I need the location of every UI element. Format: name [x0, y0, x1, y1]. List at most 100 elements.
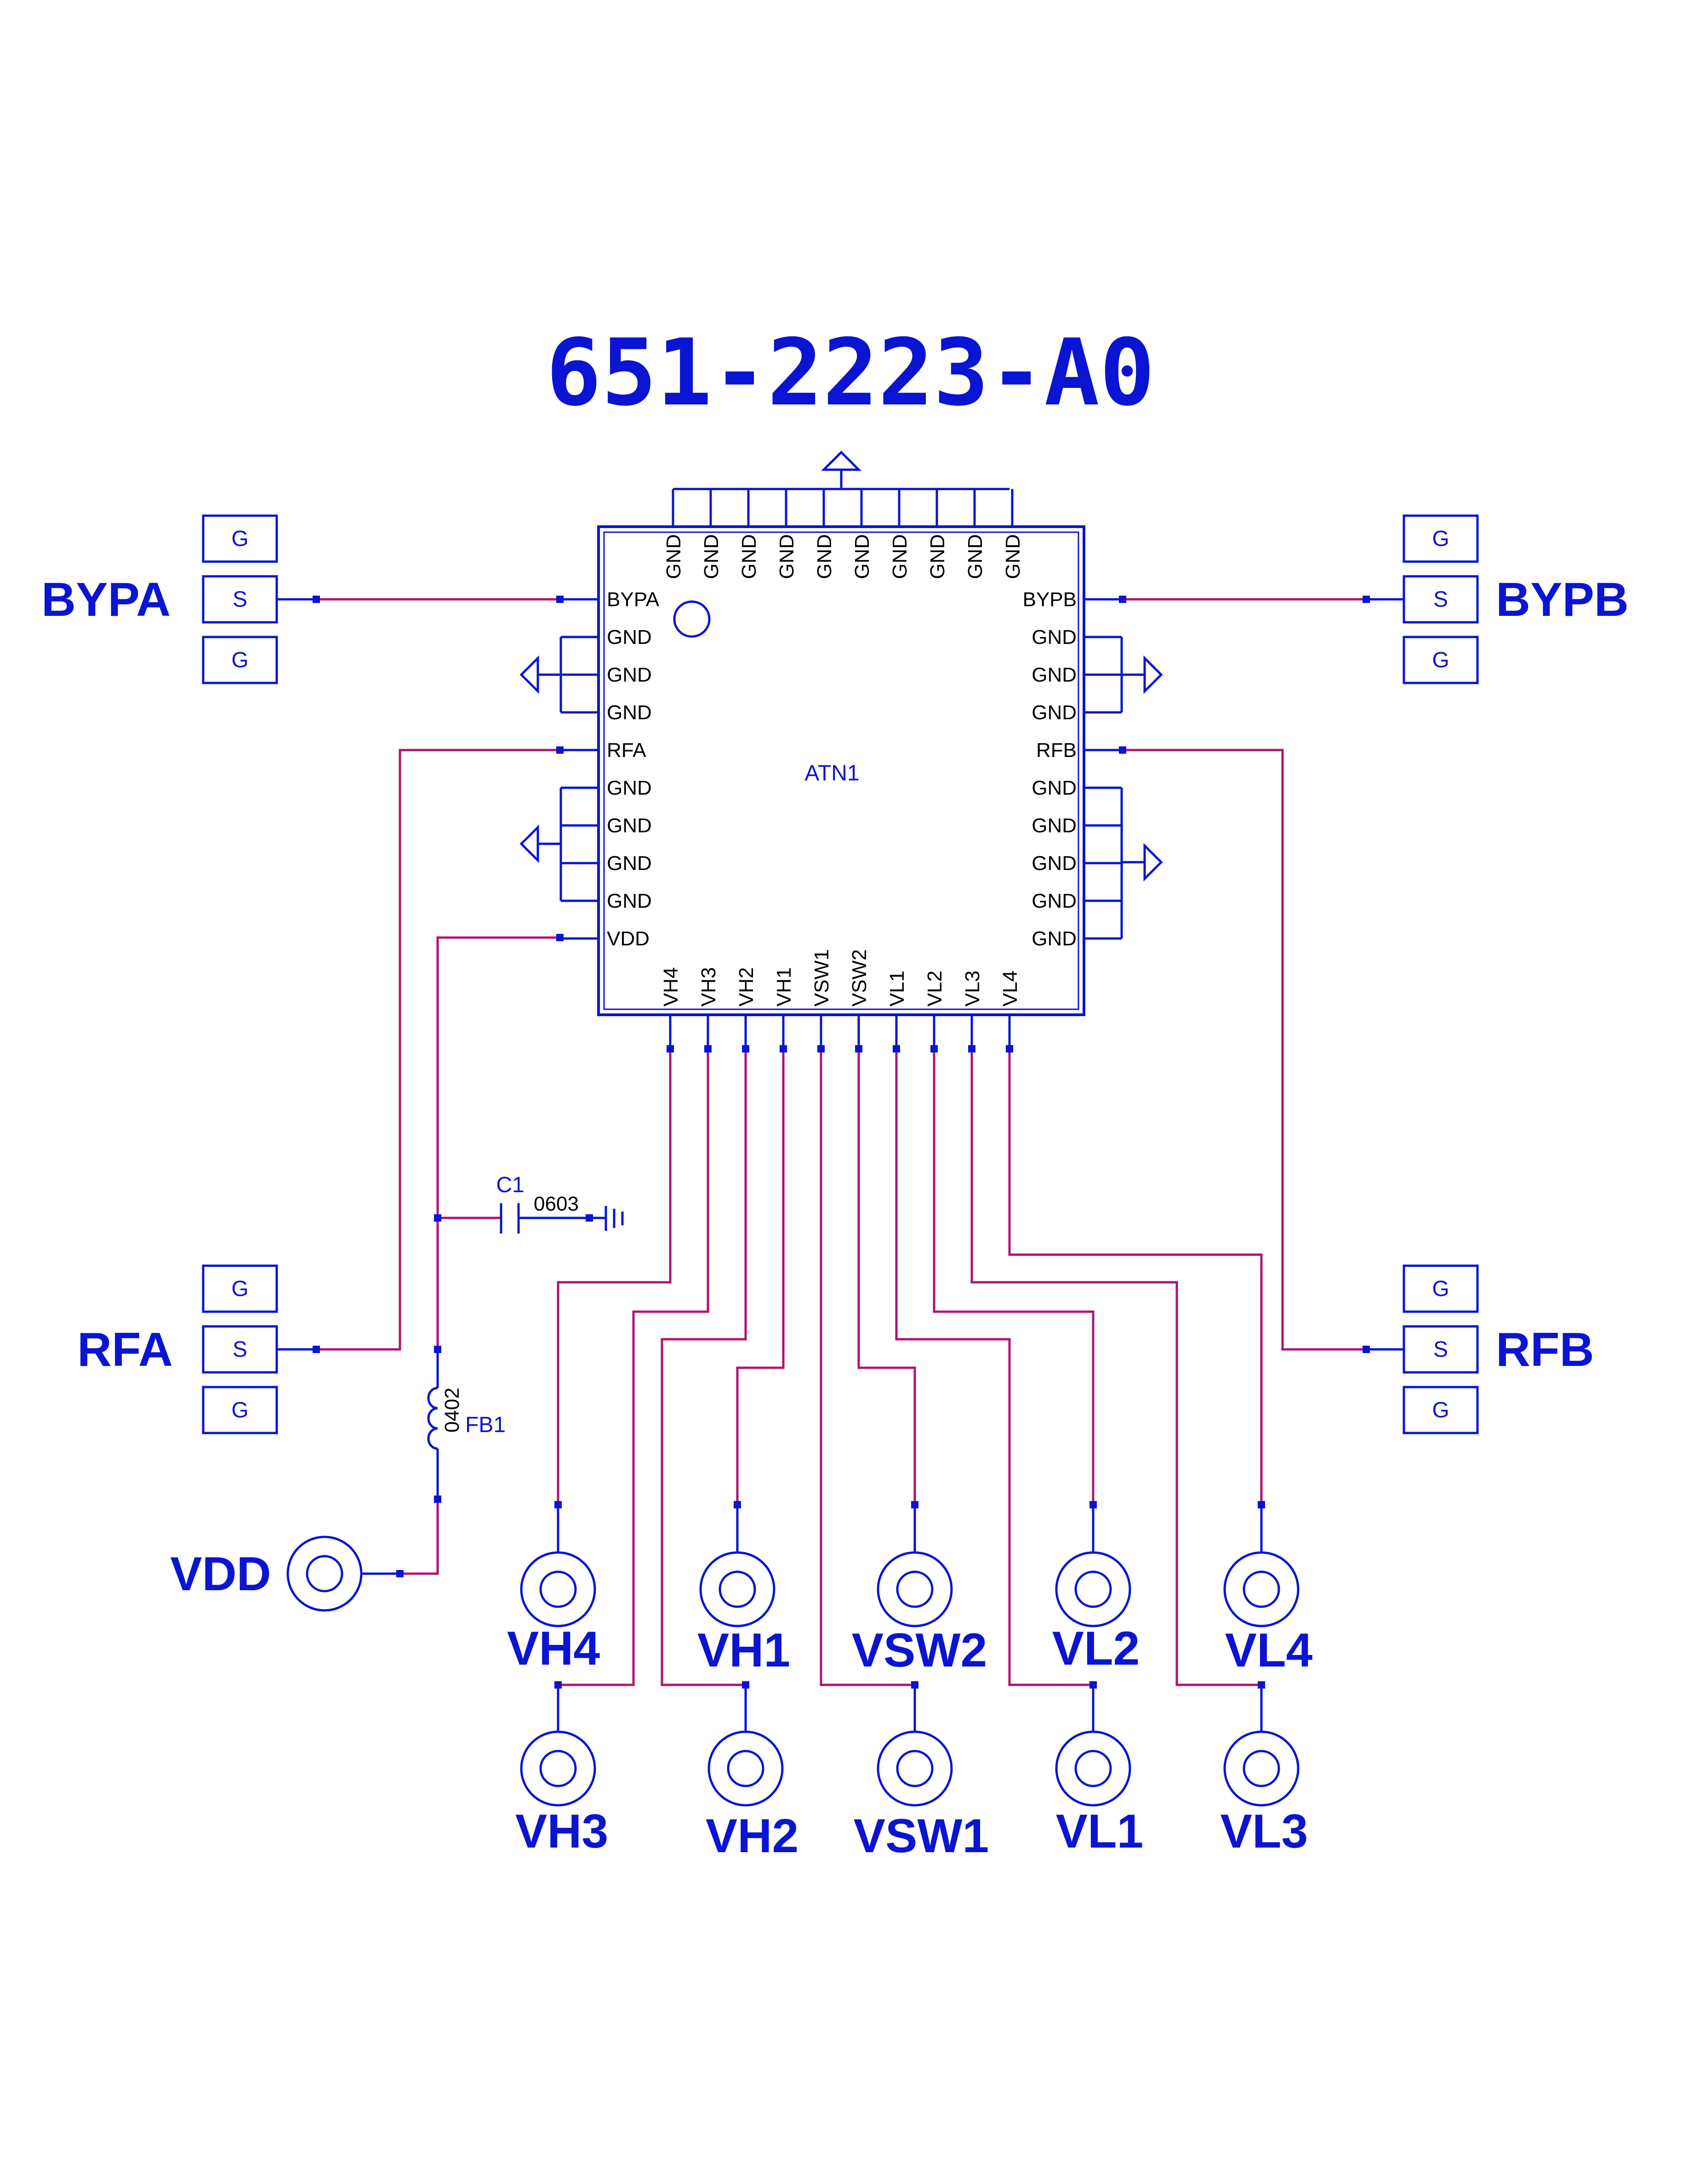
connector-name: BYPB	[1496, 573, 1629, 626]
testpoint-ring	[1055, 1730, 1131, 1807]
junction-dot	[586, 1214, 593, 1222]
top-pin-label: GND	[1002, 534, 1024, 579]
testpoint-hole	[539, 1750, 577, 1787]
left-pin-label: RFA	[607, 739, 646, 762]
testpoint-vh2[interactable]: VH2	[706, 1685, 798, 1863]
testpoint-label: VL3	[1220, 1805, 1308, 1858]
testpoint-hole	[896, 1570, 934, 1608]
capacitor-c1[interactable]: C1 0603	[496, 1173, 624, 1234]
testpoint-hole	[539, 1570, 577, 1608]
testpoint-label: VL1	[1056, 1805, 1144, 1858]
top-pin-label: GND	[700, 534, 723, 579]
left-pin-label: GND	[607, 701, 652, 724]
testpoint-ring	[1223, 1730, 1300, 1807]
testpoint-label: VH1	[697, 1624, 790, 1677]
testpoint-vh3[interactable]: VH3	[515, 1685, 608, 1858]
ic-atn1[interactable]: ATN1	[597, 525, 1085, 1016]
connector-pin-label: G	[231, 1398, 248, 1422]
testpoint-ring	[286, 1536, 363, 1612]
left-pin-label: BYPA	[607, 588, 660, 611]
bottom-pin-label: VL4	[999, 971, 1021, 1007]
testpoint-vsw1[interactable]: VSW1	[854, 1685, 989, 1863]
testpoint-hole	[896, 1750, 934, 1787]
junction-dot	[1363, 596, 1370, 603]
junction-dot	[968, 1045, 975, 1052]
right-pin-label: GND	[1032, 701, 1077, 724]
bottom-pin-label: VSW2	[848, 949, 871, 1007]
testpoint-ring	[699, 1551, 776, 1627]
testpoint-vh1[interactable]: VH1	[697, 1505, 790, 1677]
ground-icon	[821, 450, 862, 471]
testpoint-vh4[interactable]: VH4	[507, 1505, 600, 1675]
testpoint-vdd[interactable]: VDD	[170, 1536, 400, 1612]
ground-icon	[1143, 655, 1163, 694]
top-pin-label: GND	[738, 534, 760, 579]
testpoint-hole	[727, 1750, 764, 1787]
bottom-pin-label: VH2	[735, 967, 758, 1007]
pin1-marker	[673, 600, 711, 638]
testpoint-vl4[interactable]: VL4	[1223, 1505, 1313, 1677]
connector-pin-label: G	[1432, 648, 1449, 672]
ground-icon	[519, 824, 539, 864]
c1-ref: C1	[496, 1173, 524, 1197]
connector-pin-box	[202, 1386, 278, 1434]
right-gnd-groups	[1120, 637, 1163, 938]
junction-dot	[556, 934, 564, 941]
junction-dot	[1119, 596, 1126, 603]
connector-pin-label: S	[1433, 1337, 1448, 1362]
testpoint-ring	[877, 1551, 953, 1627]
top-pin-label: GND	[889, 534, 911, 579]
left-pin-label: VDD	[607, 927, 650, 950]
junctions	[313, 596, 1370, 1689]
right-pin-label: GND	[1032, 890, 1077, 912]
testpoint-vl1[interactable]: VL1	[1055, 1685, 1144, 1858]
connector-pin-box	[1403, 514, 1479, 563]
nets	[316, 598, 1366, 1686]
testpoint-vsw2[interactable]: VSW2	[852, 1505, 987, 1677]
testpoint-ring	[877, 1730, 953, 1807]
junction-dot	[434, 1346, 441, 1353]
junction-dot	[556, 596, 564, 603]
connector-name: RFB	[1496, 1323, 1594, 1376]
testpoint-hole	[1074, 1750, 1112, 1787]
junction-dot	[780, 1045, 787, 1052]
junction-dot	[434, 1214, 441, 1222]
junction-dot	[1363, 1346, 1370, 1353]
c1-package: 0603	[534, 1193, 579, 1215]
junction-dot	[313, 596, 320, 603]
connector-pin-label: G	[231, 648, 248, 672]
bottom-pin-label: VSW1	[810, 949, 833, 1007]
top-gnd-bus	[673, 450, 1009, 490]
connector-pin-label: G	[1432, 1277, 1449, 1301]
junction-dot	[817, 1045, 825, 1052]
bottom-pin-label: VH3	[697, 967, 720, 1007]
connector-pin-label: G	[231, 1277, 248, 1301]
right-pin-label: GND	[1032, 626, 1077, 648]
connector-pin-label: G	[1432, 527, 1449, 551]
left-pin-label: GND	[607, 852, 652, 875]
ferrite-fb1[interactable]: 0402 FB1	[427, 1349, 506, 1499]
top-pin-label: GND	[813, 534, 836, 579]
testpoint-hole	[1243, 1570, 1280, 1608]
junction-dot	[434, 1496, 441, 1503]
junction-dot	[667, 1045, 674, 1052]
ic-designator: ATN1	[804, 761, 859, 785]
connector-pin-box	[202, 514, 278, 563]
bottom-pin-label: VL1	[886, 971, 908, 1007]
testpoint-vl2[interactable]: VL2	[1052, 1505, 1140, 1675]
testpoint-label: VSW2	[852, 1624, 987, 1677]
testpoint-label: VL4	[1225, 1624, 1313, 1677]
testpoint-label: VH4	[507, 1622, 600, 1675]
connector-pin-label: S	[233, 587, 247, 612]
connector-name: BYPA	[41, 573, 171, 626]
top-pin-label: GND	[964, 534, 987, 579]
connector-pin-box	[202, 636, 278, 684]
left-gnd-groups	[519, 637, 562, 901]
testpoint-vl3[interactable]: VL3	[1220, 1685, 1308, 1858]
top-pin-label: GND	[926, 534, 949, 579]
